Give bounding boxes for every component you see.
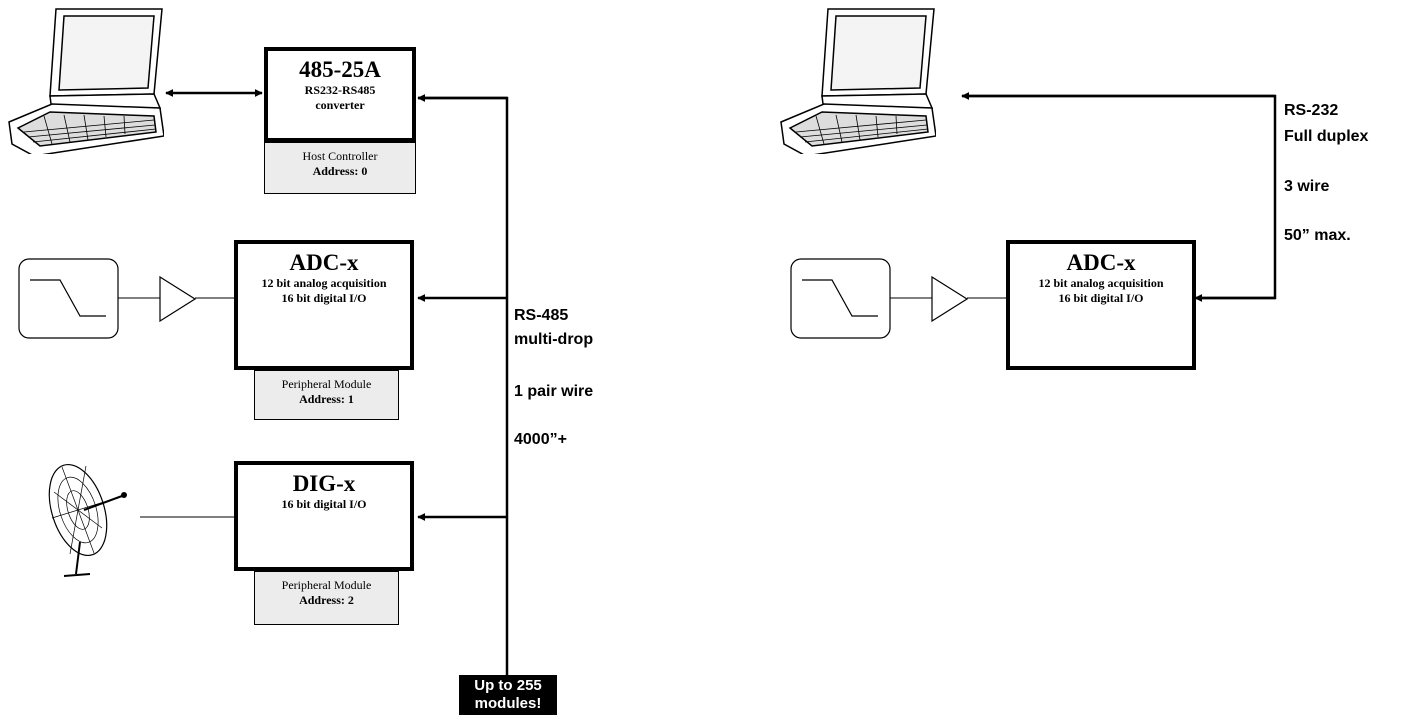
dig-box: DIG-x 16 bit digital I/O [234, 461, 414, 571]
converter-line2: converter [315, 98, 365, 112]
module-count-badge: Up to 255 modules! [459, 675, 557, 715]
link-label-distance: 50” max. [1284, 227, 1351, 244]
link-label-rs232: RS-232 [1284, 102, 1339, 119]
host-plate-line2: Address: 0 [312, 164, 368, 178]
bus-label-distance: 4000”+ [514, 431, 567, 448]
adc-line2: 16 bit digital I/O [281, 291, 367, 305]
dig-plate-line2: Address: 2 [299, 593, 354, 607]
converter-line1: RS232-RS485 [304, 83, 376, 97]
bus-label-wire: 1 pair wire [514, 383, 594, 400]
adc-title: ADC-x [289, 250, 359, 275]
dig-title: DIG-x [292, 471, 356, 496]
badge-line2: modules! [474, 695, 542, 712]
converter-box: 485-25A RS232-RS485 converter [264, 47, 416, 142]
adc-address-plate: Peripheral Module Address: 1 [254, 370, 399, 420]
adc-plate-line2: Address: 1 [299, 392, 354, 406]
link-label-duplex: Full duplex [1284, 128, 1369, 145]
host-plate-line1: Host Controller [302, 149, 378, 163]
filter-icon [790, 258, 891, 339]
rs485-bus-line [418, 96, 509, 676]
laptop-icon [8, 8, 164, 154]
amplifier-icon [931, 276, 969, 322]
filter-icon [18, 258, 119, 339]
adc-box: ADC-x 12 bit analog acquisition 16 bit d… [234, 240, 414, 370]
bus-label-rs485: RS-485 [514, 307, 569, 324]
adc-line1: 12 bit analog acquisition [261, 276, 387, 290]
adc-right-line2: 16 bit digital I/O [1058, 291, 1144, 305]
amplifier-icon [159, 276, 197, 322]
dig-address-plate: Peripheral Module Address: 2 [254, 571, 399, 625]
adc-box-right: ADC-x 12 bit analog acquisition 16 bit d… [1006, 240, 1196, 370]
badge-line1: Up to 255 [474, 677, 542, 694]
bus-label-multidrop: multi-drop [514, 331, 594, 348]
link-label-wire: 3 wire [1284, 178, 1330, 195]
adc-plate-line1: Peripheral Module [281, 377, 372, 391]
host-address-plate: Host Controller Address: 0 [264, 142, 416, 194]
dig-plate-line1: Peripheral Module [281, 578, 372, 592]
converter-title: 485-25A [299, 57, 381, 82]
dig-line1: 16 bit digital I/O [281, 497, 367, 511]
satellite-dish-icon [48, 463, 127, 577]
adc-right-title: ADC-x [1066, 250, 1136, 275]
adc-right-line1: 12 bit analog acquisition [1038, 276, 1164, 290]
laptop-icon [780, 8, 936, 154]
